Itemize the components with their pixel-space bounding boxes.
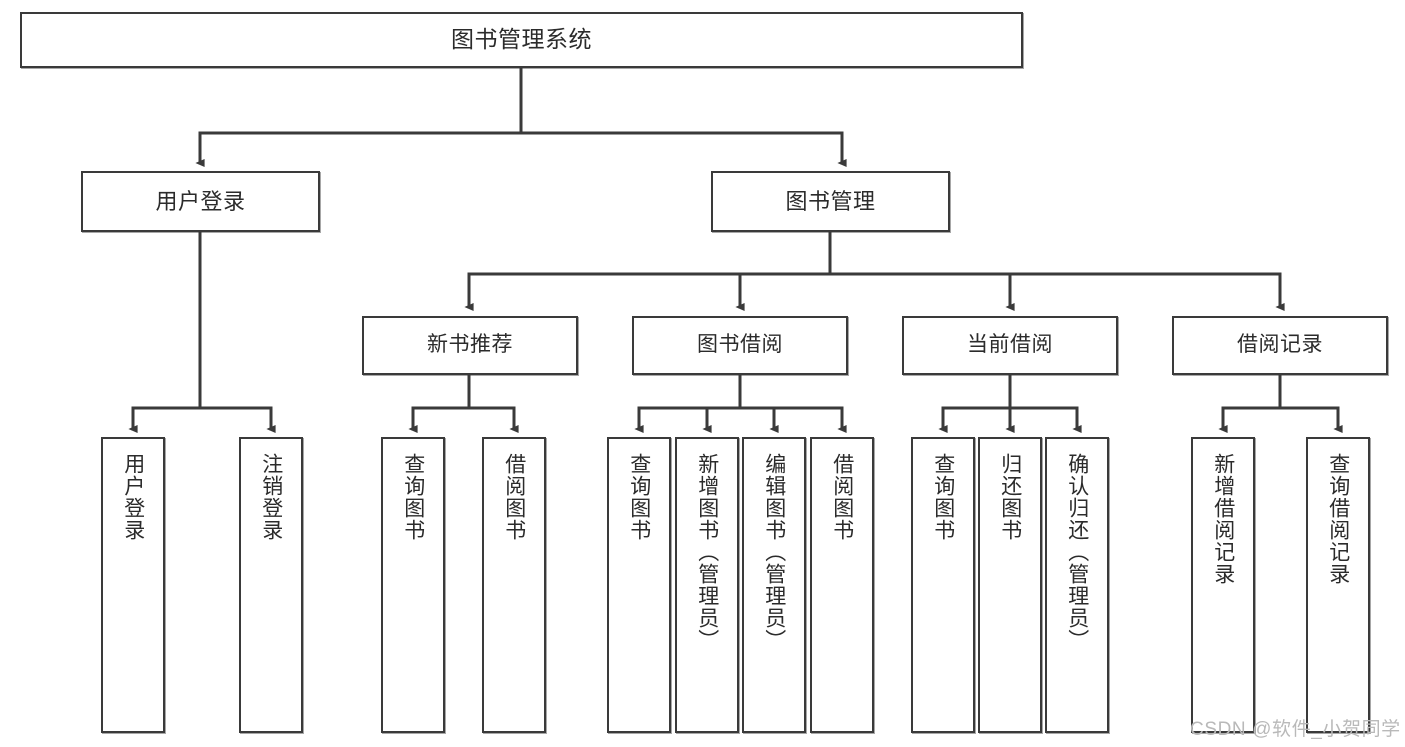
node-borrow-records[interactable]: 借阅记录 xyxy=(1172,316,1388,375)
leaf-user-login[interactable]: 用户登录 xyxy=(101,437,165,733)
leaf-logout[interactable]: 注销登录 xyxy=(239,437,303,733)
leaf-borrow-book-newbook[interactable]: 借阅图书 xyxy=(482,437,546,733)
node-book-management[interactable]: 图书管理 xyxy=(711,171,950,232)
leaf-borrow-book-borrow-label: 借阅图书 xyxy=(830,453,854,541)
leaf-search-book-current[interactable]: 查询图书 xyxy=(911,437,975,733)
leaf-search-book-newbook-label: 查询图书 xyxy=(401,453,425,541)
watermark: CSDN @软件_小贺同学 xyxy=(1190,719,1401,740)
node-borrow-records-label: 借阅记录 xyxy=(1237,333,1323,357)
leaf-edit-book-admin[interactable]: 编辑图书（管理员） xyxy=(742,437,806,733)
leaf-user-login-label: 用户登录 xyxy=(121,453,145,541)
leaf-search-book-borrow[interactable]: 查询图书 xyxy=(607,437,671,733)
node-new-book-recommend[interactable]: 新书推荐 xyxy=(362,316,578,375)
leaf-query-borrow-record-label: 查询借阅记录 xyxy=(1326,453,1350,585)
leaf-confirm-return-admin[interactable]: 确认归还（管理员） xyxy=(1045,437,1109,733)
leaf-add-book-admin-label: 新增图书（管理员） xyxy=(695,453,719,651)
leaf-edit-book-admin-label: 编辑图书（管理员） xyxy=(762,453,786,651)
leaf-borrow-book-newbook-label: 借阅图书 xyxy=(502,453,526,541)
node-book-borrow[interactable]: 图书借阅 xyxy=(632,316,848,375)
node-user-login[interactable]: 用户登录 xyxy=(81,171,320,232)
node-root[interactable]: 图书管理系统 xyxy=(20,12,1023,68)
leaf-add-book-admin[interactable]: 新增图书（管理员） xyxy=(675,437,739,733)
node-book-borrow-label: 图书借阅 xyxy=(697,333,783,357)
leaf-search-book-borrow-label: 查询图书 xyxy=(627,453,651,541)
leaf-add-borrow-record[interactable]: 新增借阅记录 xyxy=(1191,437,1255,733)
leaf-logout-label: 注销登录 xyxy=(259,453,283,541)
node-current-borrow-label: 当前借阅 xyxy=(967,333,1053,357)
node-new-book-recommend-label: 新书推荐 xyxy=(427,333,513,357)
leaf-search-book-newbook[interactable]: 查询图书 xyxy=(381,437,445,733)
leaf-query-borrow-record[interactable]: 查询借阅记录 xyxy=(1306,437,1370,733)
node-current-borrow[interactable]: 当前借阅 xyxy=(902,316,1118,375)
leaf-return-book[interactable]: 归还图书 xyxy=(978,437,1042,733)
leaf-confirm-return-admin-label: 确认归还（管理员） xyxy=(1065,453,1089,651)
node-book-management-label: 图书管理 xyxy=(785,188,876,214)
node-root-label: 图书管理系统 xyxy=(451,26,592,53)
leaf-search-book-current-label: 查询图书 xyxy=(931,453,955,541)
leaf-borrow-book-borrow[interactable]: 借阅图书 xyxy=(810,437,874,733)
leaf-add-borrow-record-label: 新增借阅记录 xyxy=(1211,453,1235,585)
leaf-return-book-label: 归还图书 xyxy=(998,453,1022,541)
node-user-login-label: 用户登录 xyxy=(155,188,246,214)
